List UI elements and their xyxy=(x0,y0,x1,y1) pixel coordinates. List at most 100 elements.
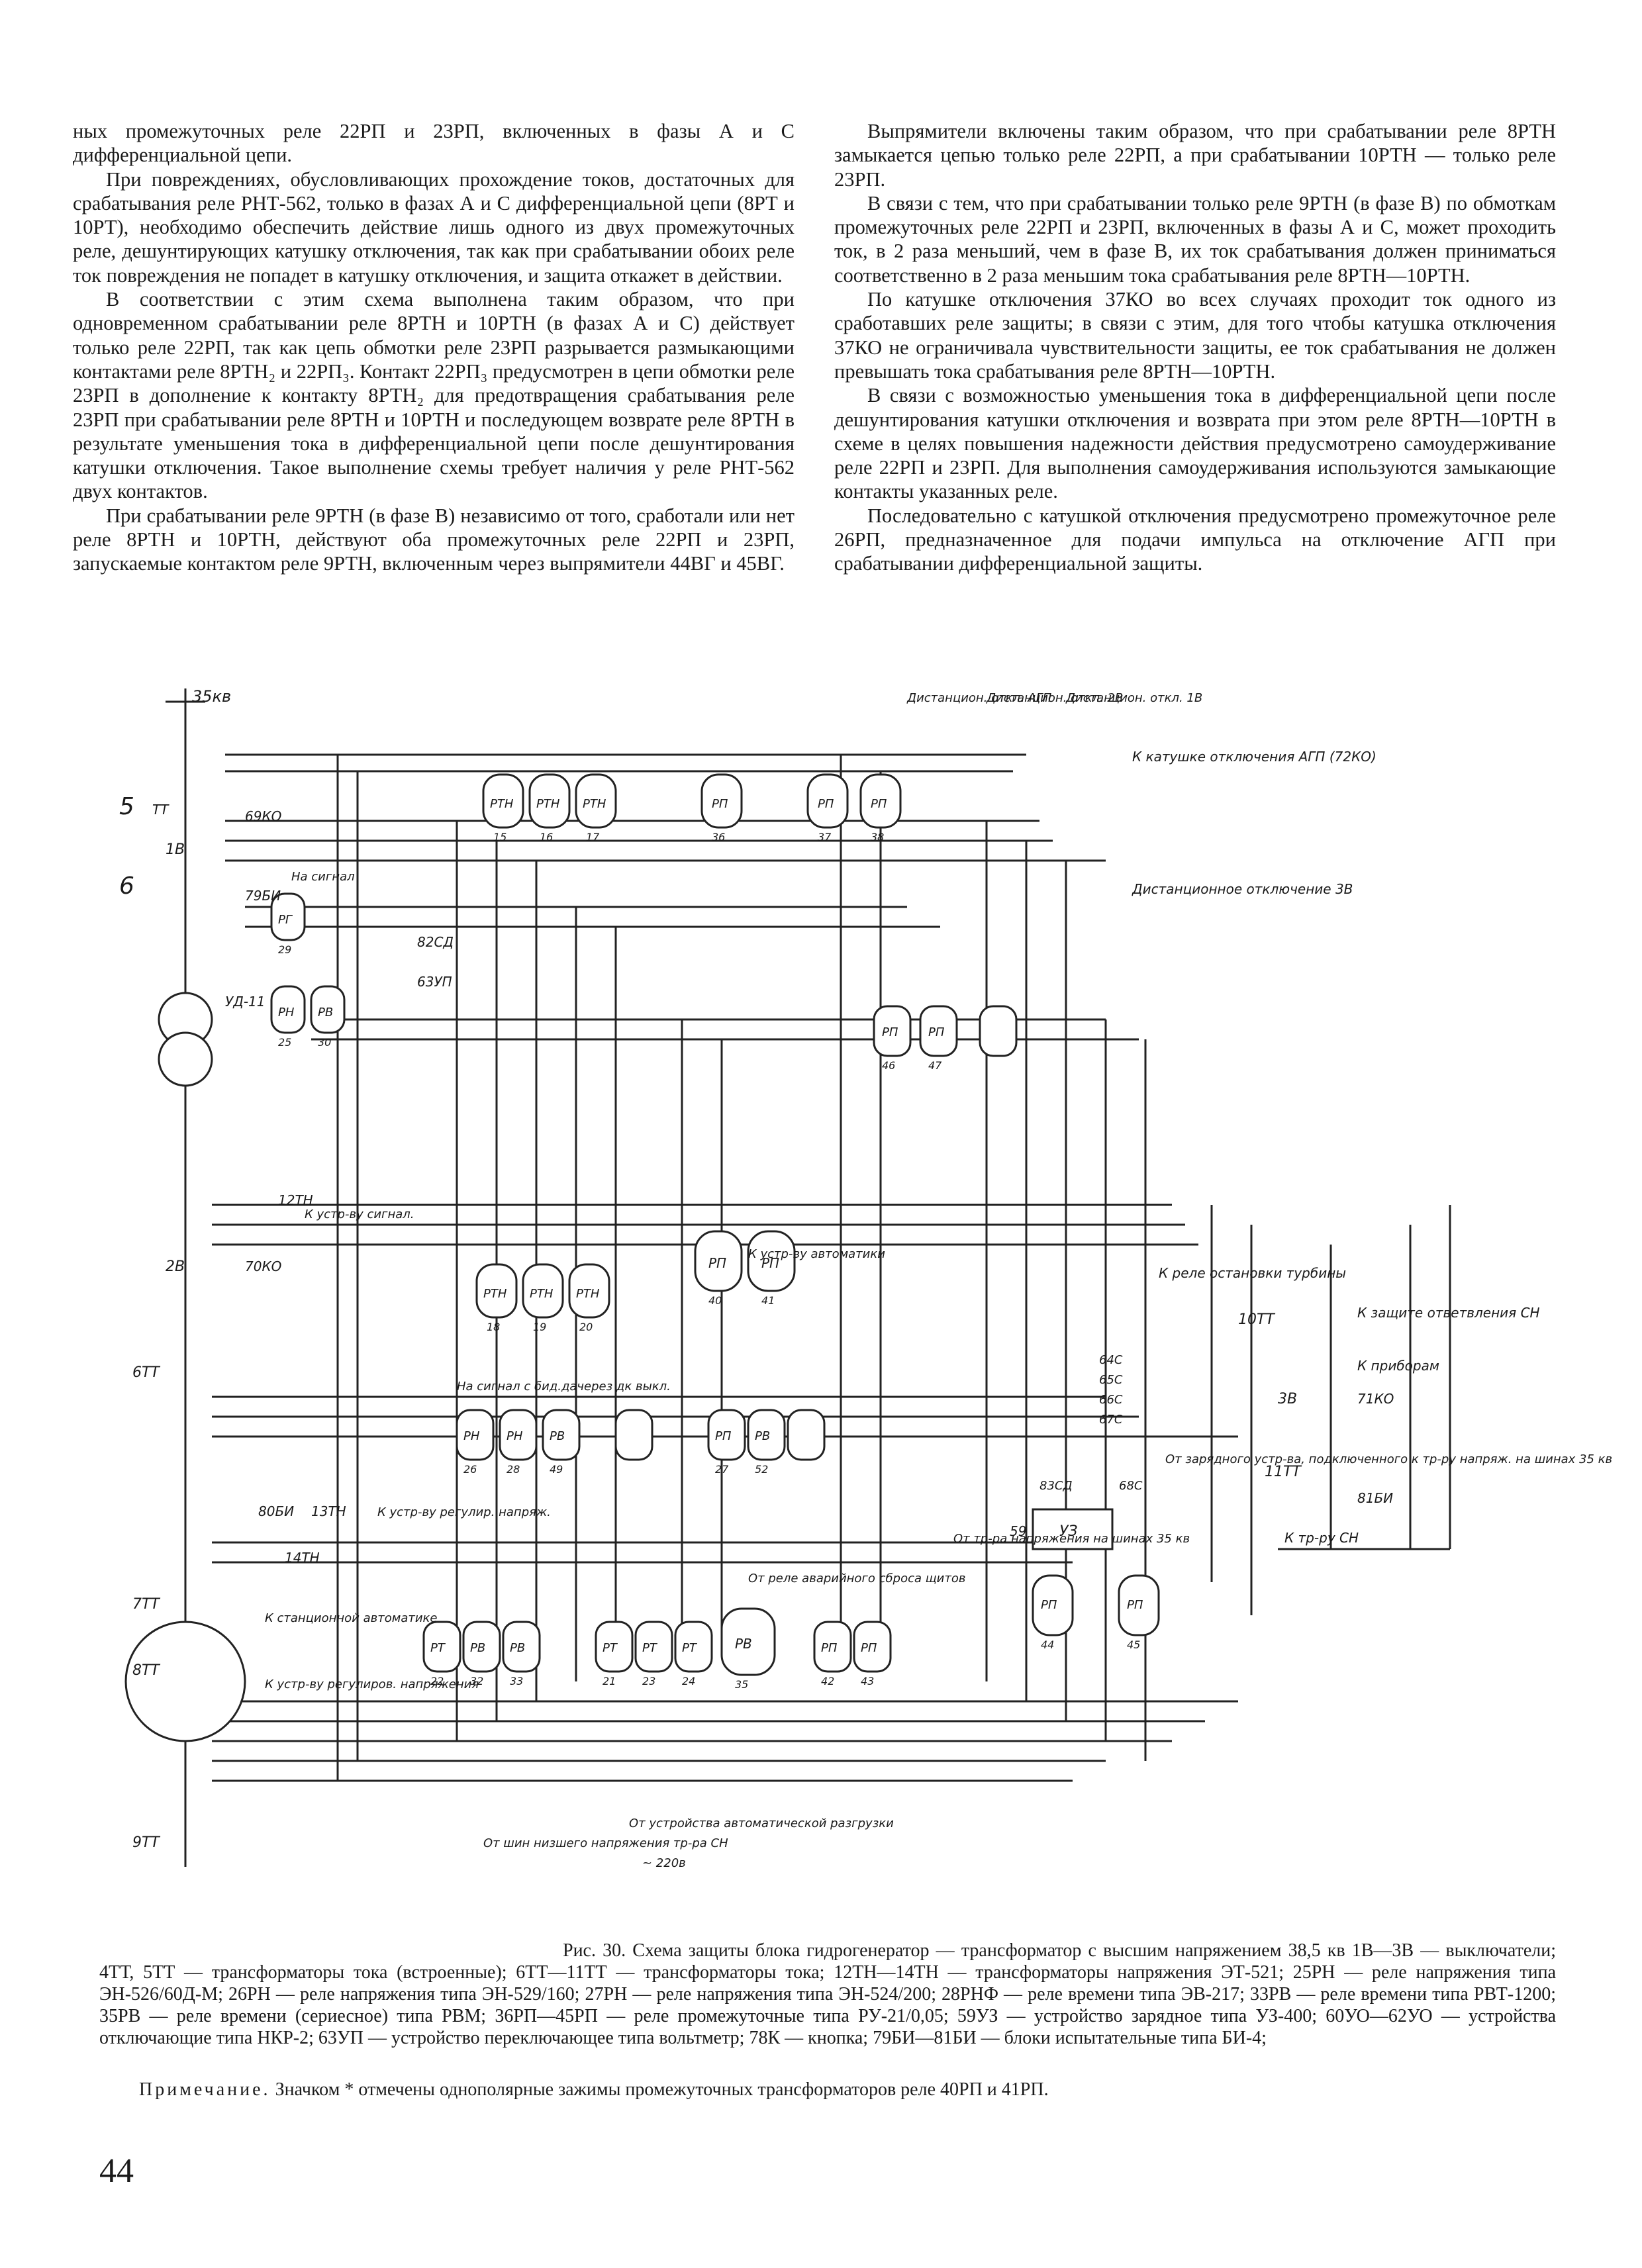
capacitor-label: 67С xyxy=(1099,1413,1123,1427)
label-from-tn-35: От тр-ра напряжения на шинах 35 кв xyxy=(953,1532,1190,1546)
relay-label: РП xyxy=(871,797,887,811)
relay-number: 19 xyxy=(533,1321,546,1333)
figure-note: Примечание. Значком * отмечены однополяр… xyxy=(139,2079,1596,2101)
capacitor-label: 68С xyxy=(1119,1479,1143,1493)
relay-number: 20 xyxy=(579,1321,593,1333)
paragraph: В связи с возможностью уменьшения тока в… xyxy=(834,384,1556,503)
relay-number: 25 xyxy=(278,1036,291,1049)
label-to-sn-switch: К тр-ру СН xyxy=(1284,1530,1359,1546)
relay-number: 38 xyxy=(871,831,884,843)
relay-number: 24 xyxy=(682,1675,695,1687)
paragraph: Выпрямители включены таким образом, что … xyxy=(834,120,1556,191)
relay-label: РТ xyxy=(603,1641,618,1655)
relay-label: РП xyxy=(818,797,834,811)
relay-label: РВ xyxy=(318,1006,333,1019)
relay-label: РТ xyxy=(430,1641,446,1655)
relay-label: РТН xyxy=(576,1287,600,1301)
label-tt: ТТ xyxy=(152,802,169,818)
note-lead: Примечание. xyxy=(139,2079,271,2100)
relay-number: 32 xyxy=(470,1675,483,1687)
label-71ko: 71КО xyxy=(1357,1391,1394,1407)
label-to-sn-protection: К защите ответвления СН xyxy=(1357,1305,1540,1321)
relay-label: РТН xyxy=(483,1287,507,1301)
relay-number: 52 xyxy=(755,1463,768,1476)
relay-label: РП xyxy=(715,1429,732,1443)
relay-number: 42 xyxy=(821,1675,834,1687)
relay-number: 45 xyxy=(1127,1638,1140,1651)
text-column-right: Выпрямители включены таким образом, что … xyxy=(834,119,1556,576)
circuit-diagram: 35кв Дистанцион. откл. АГП Дистанцион. о… xyxy=(119,687,1612,1870)
label-from-load-shedding: От реле аварийного сброса щитов xyxy=(748,1572,965,1585)
relay-number: 18 xyxy=(487,1321,500,1333)
label-2v: 2В xyxy=(166,1258,185,1275)
label-14tn: 14ТН xyxy=(285,1550,320,1566)
note-text: Значком * отмечены однополярные зажимы п… xyxy=(275,2079,1049,2100)
relay-number: 43 xyxy=(861,1675,874,1687)
relay-label: РТН xyxy=(536,797,560,811)
label-69ko: 69КО xyxy=(245,808,281,824)
label-1v: 1В xyxy=(166,841,185,858)
paragraph: Последовательно с катушкой отключения пр… xyxy=(834,504,1556,575)
label-59: 59 xyxy=(1010,1523,1026,1539)
label-to-turbine-stop: К реле остановки турбины xyxy=(1159,1265,1346,1281)
relay-label: РП xyxy=(861,1641,877,1655)
relay-number: 36 xyxy=(712,831,725,843)
label-remote-3v: Дистанционное отключение 3В xyxy=(1132,881,1353,897)
relay-label: РТН xyxy=(490,797,514,811)
label-na-signal: На сигнал xyxy=(291,870,355,884)
relay-label: РП xyxy=(712,797,728,811)
relay-number: 28 xyxy=(507,1463,520,1476)
label-70ko: 70КО xyxy=(245,1258,281,1274)
label-80bi: 80БИ xyxy=(258,1503,294,1519)
relay-label: РП xyxy=(882,1025,898,1039)
capacitor-label: 83СД xyxy=(1039,1479,1073,1493)
label-5: 5 xyxy=(119,793,134,820)
relay-number: 33 xyxy=(510,1675,523,1687)
relay-number: 35 xyxy=(735,1678,748,1691)
label-to-voltage-regulator: К устр-ву регулир. напряж. xyxy=(377,1505,551,1519)
label-signal-note: На сигнал с бид.дачерез дк выкл. xyxy=(457,1380,671,1394)
relay-label: РВ xyxy=(470,1641,485,1655)
label-13tn: 13ТН xyxy=(311,1503,346,1519)
caption-text: Рис. 30. Схема защиты блока гидрогенерат… xyxy=(99,1940,1556,2048)
relay-number: 16 xyxy=(540,831,553,843)
label-82sd: 82СД xyxy=(417,934,454,950)
relay-label: РТН xyxy=(583,797,606,811)
label-to-station-automation: К станционной автоматике xyxy=(265,1611,438,1625)
relay-label: РН xyxy=(463,1429,480,1443)
label-to-auto-device: К устр-ву автоматики xyxy=(748,1247,885,1261)
relay-label: РТ xyxy=(682,1641,698,1655)
capacitor-label: 64С xyxy=(1099,1353,1123,1367)
relay-label: РН xyxy=(278,1006,295,1019)
label-to-signal-device: К устр-ву сигнал. xyxy=(305,1207,414,1221)
label-7tt: 7ТТ xyxy=(132,1596,160,1613)
relay-label: РП xyxy=(1041,1598,1057,1612)
relay-number: 27 xyxy=(715,1463,729,1476)
figure-caption: Рис. 30. Схема защиты блока гидрогенерат… xyxy=(99,1940,1556,2049)
relay-label: РП xyxy=(708,1255,726,1271)
relay-number: 44 xyxy=(1041,1638,1054,1651)
relay-label: РГ xyxy=(278,913,293,927)
relay-label: РН xyxy=(507,1429,523,1443)
relay-number: 29 xyxy=(278,943,291,956)
relay-label: РТН xyxy=(530,1287,554,1301)
relay-label: РВ xyxy=(735,1636,752,1652)
relay-number: 22 xyxy=(430,1675,444,1687)
label-uz: УЗ xyxy=(1059,1523,1078,1540)
text-column-left: ных промежуточных реле 22РП и 23РП, вклю… xyxy=(73,119,795,576)
label-79bi: 79БИ xyxy=(245,888,281,904)
paragraph: В связи с тем, что при срабатывании толь… xyxy=(834,191,1556,287)
label-35kv: 35кв xyxy=(192,687,231,706)
relay-number: 15 xyxy=(493,831,507,843)
label-63up: 63УП xyxy=(417,974,452,990)
relay-label: РП xyxy=(1127,1598,1143,1612)
label-from-auto-unload: От устройства автоматической разгрузки xyxy=(629,1817,894,1830)
relay-number: 49 xyxy=(550,1463,563,1476)
relay-number: 23 xyxy=(642,1675,655,1687)
relay-symbols xyxy=(124,773,1160,1742)
page-number: 44 xyxy=(99,2152,134,2190)
label-6: 6 xyxy=(119,873,134,900)
relay-number: 37 xyxy=(818,831,832,843)
paragraph: В соответствии с этим схема выполнена та… xyxy=(73,288,795,503)
